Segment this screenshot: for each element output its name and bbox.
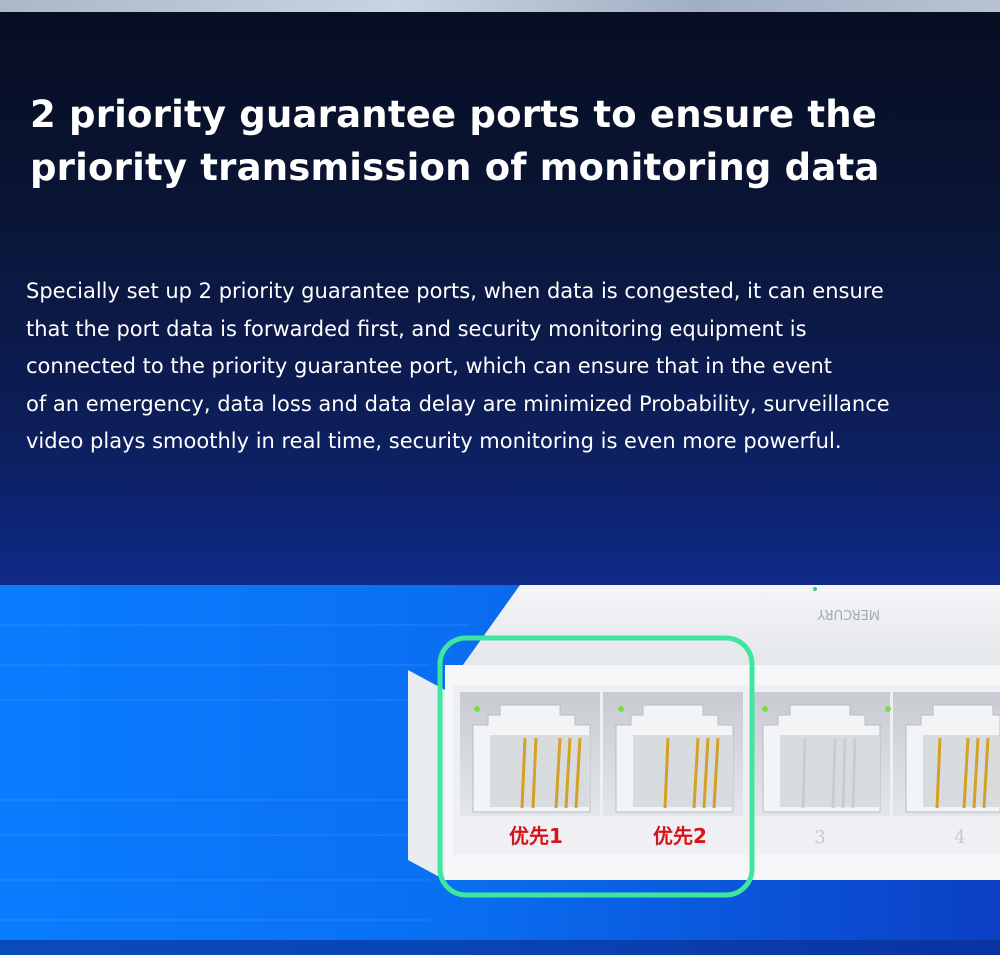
port-label-4: 4 [954, 827, 965, 848]
description-line: connected to the priority guarantee port… [26, 354, 833, 378]
network-switch: MERCURY [408, 585, 1000, 880]
port-label-priority-2: 优先2 [653, 824, 707, 848]
port-label-priority-1: 优先1 [509, 824, 563, 848]
description-line: of an emergency, data loss and data dela… [26, 391, 890, 416]
speed-lines [0, 624, 470, 921]
ethernet-port-3 [750, 692, 890, 816]
ethernet-port-2 [603, 692, 743, 816]
headline: 2 priority guarantee ports to ensure the… [30, 93, 880, 189]
description-line: Specially set up 2 priority guarantee po… [26, 279, 884, 303]
top-image-strip [0, 0, 1000, 12]
brand-mark: MERCURY [817, 606, 880, 621]
ethernet-port-4 [885, 692, 1000, 816]
description: Specially set up 2 priority guarantee po… [26, 273, 986, 461]
description-line: that the port data is forwarded first, a… [26, 316, 807, 341]
port-label-3: 3 [814, 827, 825, 848]
priority-ports-highlight [437, 635, 755, 898]
description-line: video plays smoothly in real time, secur… [26, 429, 842, 453]
